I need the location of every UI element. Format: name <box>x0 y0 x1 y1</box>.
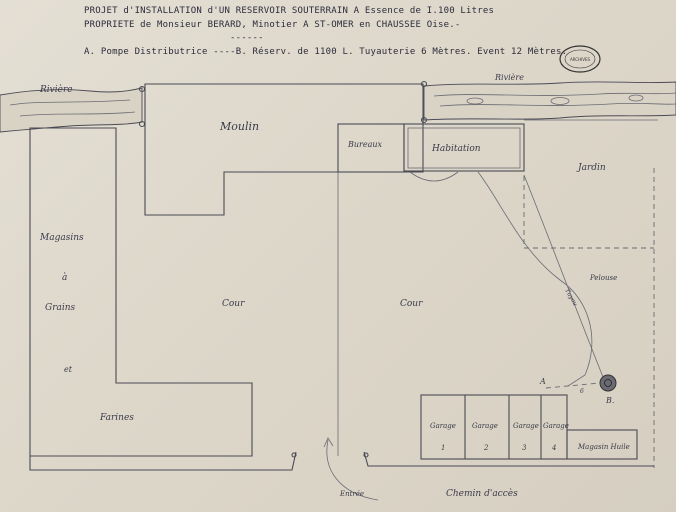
habitation-outline <box>403 123 525 172</box>
tuyauterie-label: Tuyau <box>563 288 578 308</box>
entrance-arrow <box>326 439 379 501</box>
garage-2-label: Garage <box>472 422 498 430</box>
pump-label: A <box>539 377 546 386</box>
reservoir-label: B. <box>605 396 614 405</box>
magasins-label-2: à <box>62 272 67 283</box>
reservoir-icon <box>599 374 617 392</box>
river-left-label: Rivière <box>39 84 73 95</box>
magasins-label-3: Grains <box>45 303 76 313</box>
moulin-label: Moulin <box>219 120 259 133</box>
entree-label: Entrée <box>339 490 364 498</box>
garages-outline <box>420 394 568 460</box>
pipe-line <box>477 171 593 387</box>
title-line-1: PROJET d'INSTALLATION d'UN RESERVOIR SOU… <box>84 6 495 16</box>
magasins-label-4: et <box>64 365 73 374</box>
moulin-outline <box>144 83 424 216</box>
magasins-outline <box>29 127 253 457</box>
jardin-label: Jardin <box>576 163 606 173</box>
cour-right-label: Cour <box>400 299 423 309</box>
garage-3-label: Garage <box>513 422 539 430</box>
garage-3-number: 3 <box>522 444 527 452</box>
pipe-length-label: 6 <box>580 388 584 395</box>
title-separator: ------ <box>230 33 264 43</box>
magasin-huile-label: Magasin Huile <box>577 443 630 451</box>
river-right <box>423 81 676 121</box>
chemin-label: Chemin d'accès <box>446 488 518 499</box>
garage-1-number: 1 <box>441 444 445 452</box>
legend-line: A. Pompe Distributrice ----B. Réserv. de… <box>84 47 568 57</box>
bureaux-label: Bureaux <box>347 140 383 149</box>
magasins-label-1: Magasins <box>39 233 84 243</box>
title-line-2: PROPRIETE de Monsieur BERARD, Minotier A… <box>84 20 461 30</box>
magasins-label-5: Farines <box>99 413 134 423</box>
archive-stamp: ARCHIVES <box>559 45 601 73</box>
cour-left-label: Cour <box>222 299 245 309</box>
garage-4-number: 4 <box>551 444 556 452</box>
garage-2-number: 2 <box>483 444 489 452</box>
garage-1-label: Garage <box>430 422 456 430</box>
stamp-text: ARCHIVES <box>570 57 591 62</box>
pelouse-label: Pelouse <box>589 274 617 282</box>
habitation-label: Habitation <box>431 144 481 154</box>
river-right-label: Rivière <box>494 73 524 82</box>
garage-4-label: Garage <box>543 422 569 430</box>
magasin-huile-outline <box>566 429 638 460</box>
